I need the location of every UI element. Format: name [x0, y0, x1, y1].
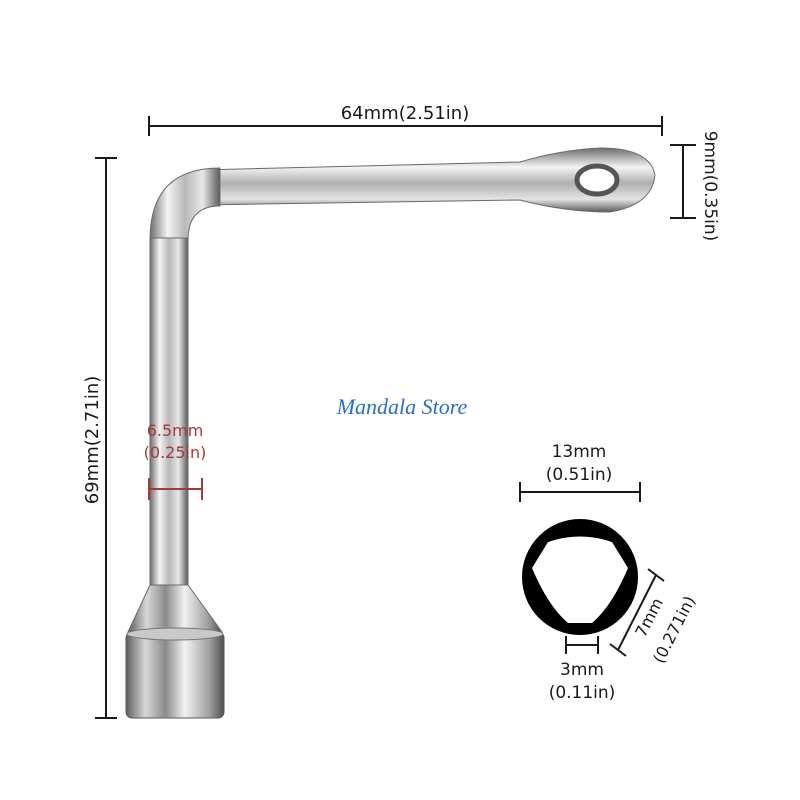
socket-flare — [127, 584, 223, 633]
socket-width-label-in: (0.51in) — [546, 465, 613, 485]
socket-rim — [126, 627, 224, 641]
eye-height-label: 9mm(0.35in) — [700, 131, 720, 242]
rod-diameter-label-in: (0.25in) — [144, 443, 207, 462]
eye-height-dimension — [670, 144, 696, 219]
socket-width-dimension — [519, 482, 641, 502]
overall-height-label: 69mm(2.71in) — [82, 376, 103, 505]
socket-width-label: 13mm — [552, 442, 607, 462]
triangle-key-icon — [532, 536, 628, 623]
store-watermark: Mandala Store — [336, 394, 468, 419]
tip-width-label-in: (0.11in) — [549, 683, 616, 703]
overall-height-dimension — [95, 157, 117, 719]
tip-width-dimension — [565, 636, 599, 654]
overall-width-dimension — [148, 116, 663, 136]
hang-hole-icon — [574, 163, 620, 197]
wrench-bend — [149, 167, 221, 241]
wrench-arm — [199, 147, 656, 213]
rod-diameter-dimension — [148, 478, 203, 500]
overall-width-label: 64mm(2.51in) — [341, 103, 470, 124]
tip-width-label: 3mm — [560, 660, 604, 680]
socket-body — [125, 631, 225, 719]
wrench-rod — [149, 237, 189, 591]
rod-diameter-label: 6.5mm — [147, 421, 204, 440]
triangle-side-dimension — [609, 568, 665, 657]
